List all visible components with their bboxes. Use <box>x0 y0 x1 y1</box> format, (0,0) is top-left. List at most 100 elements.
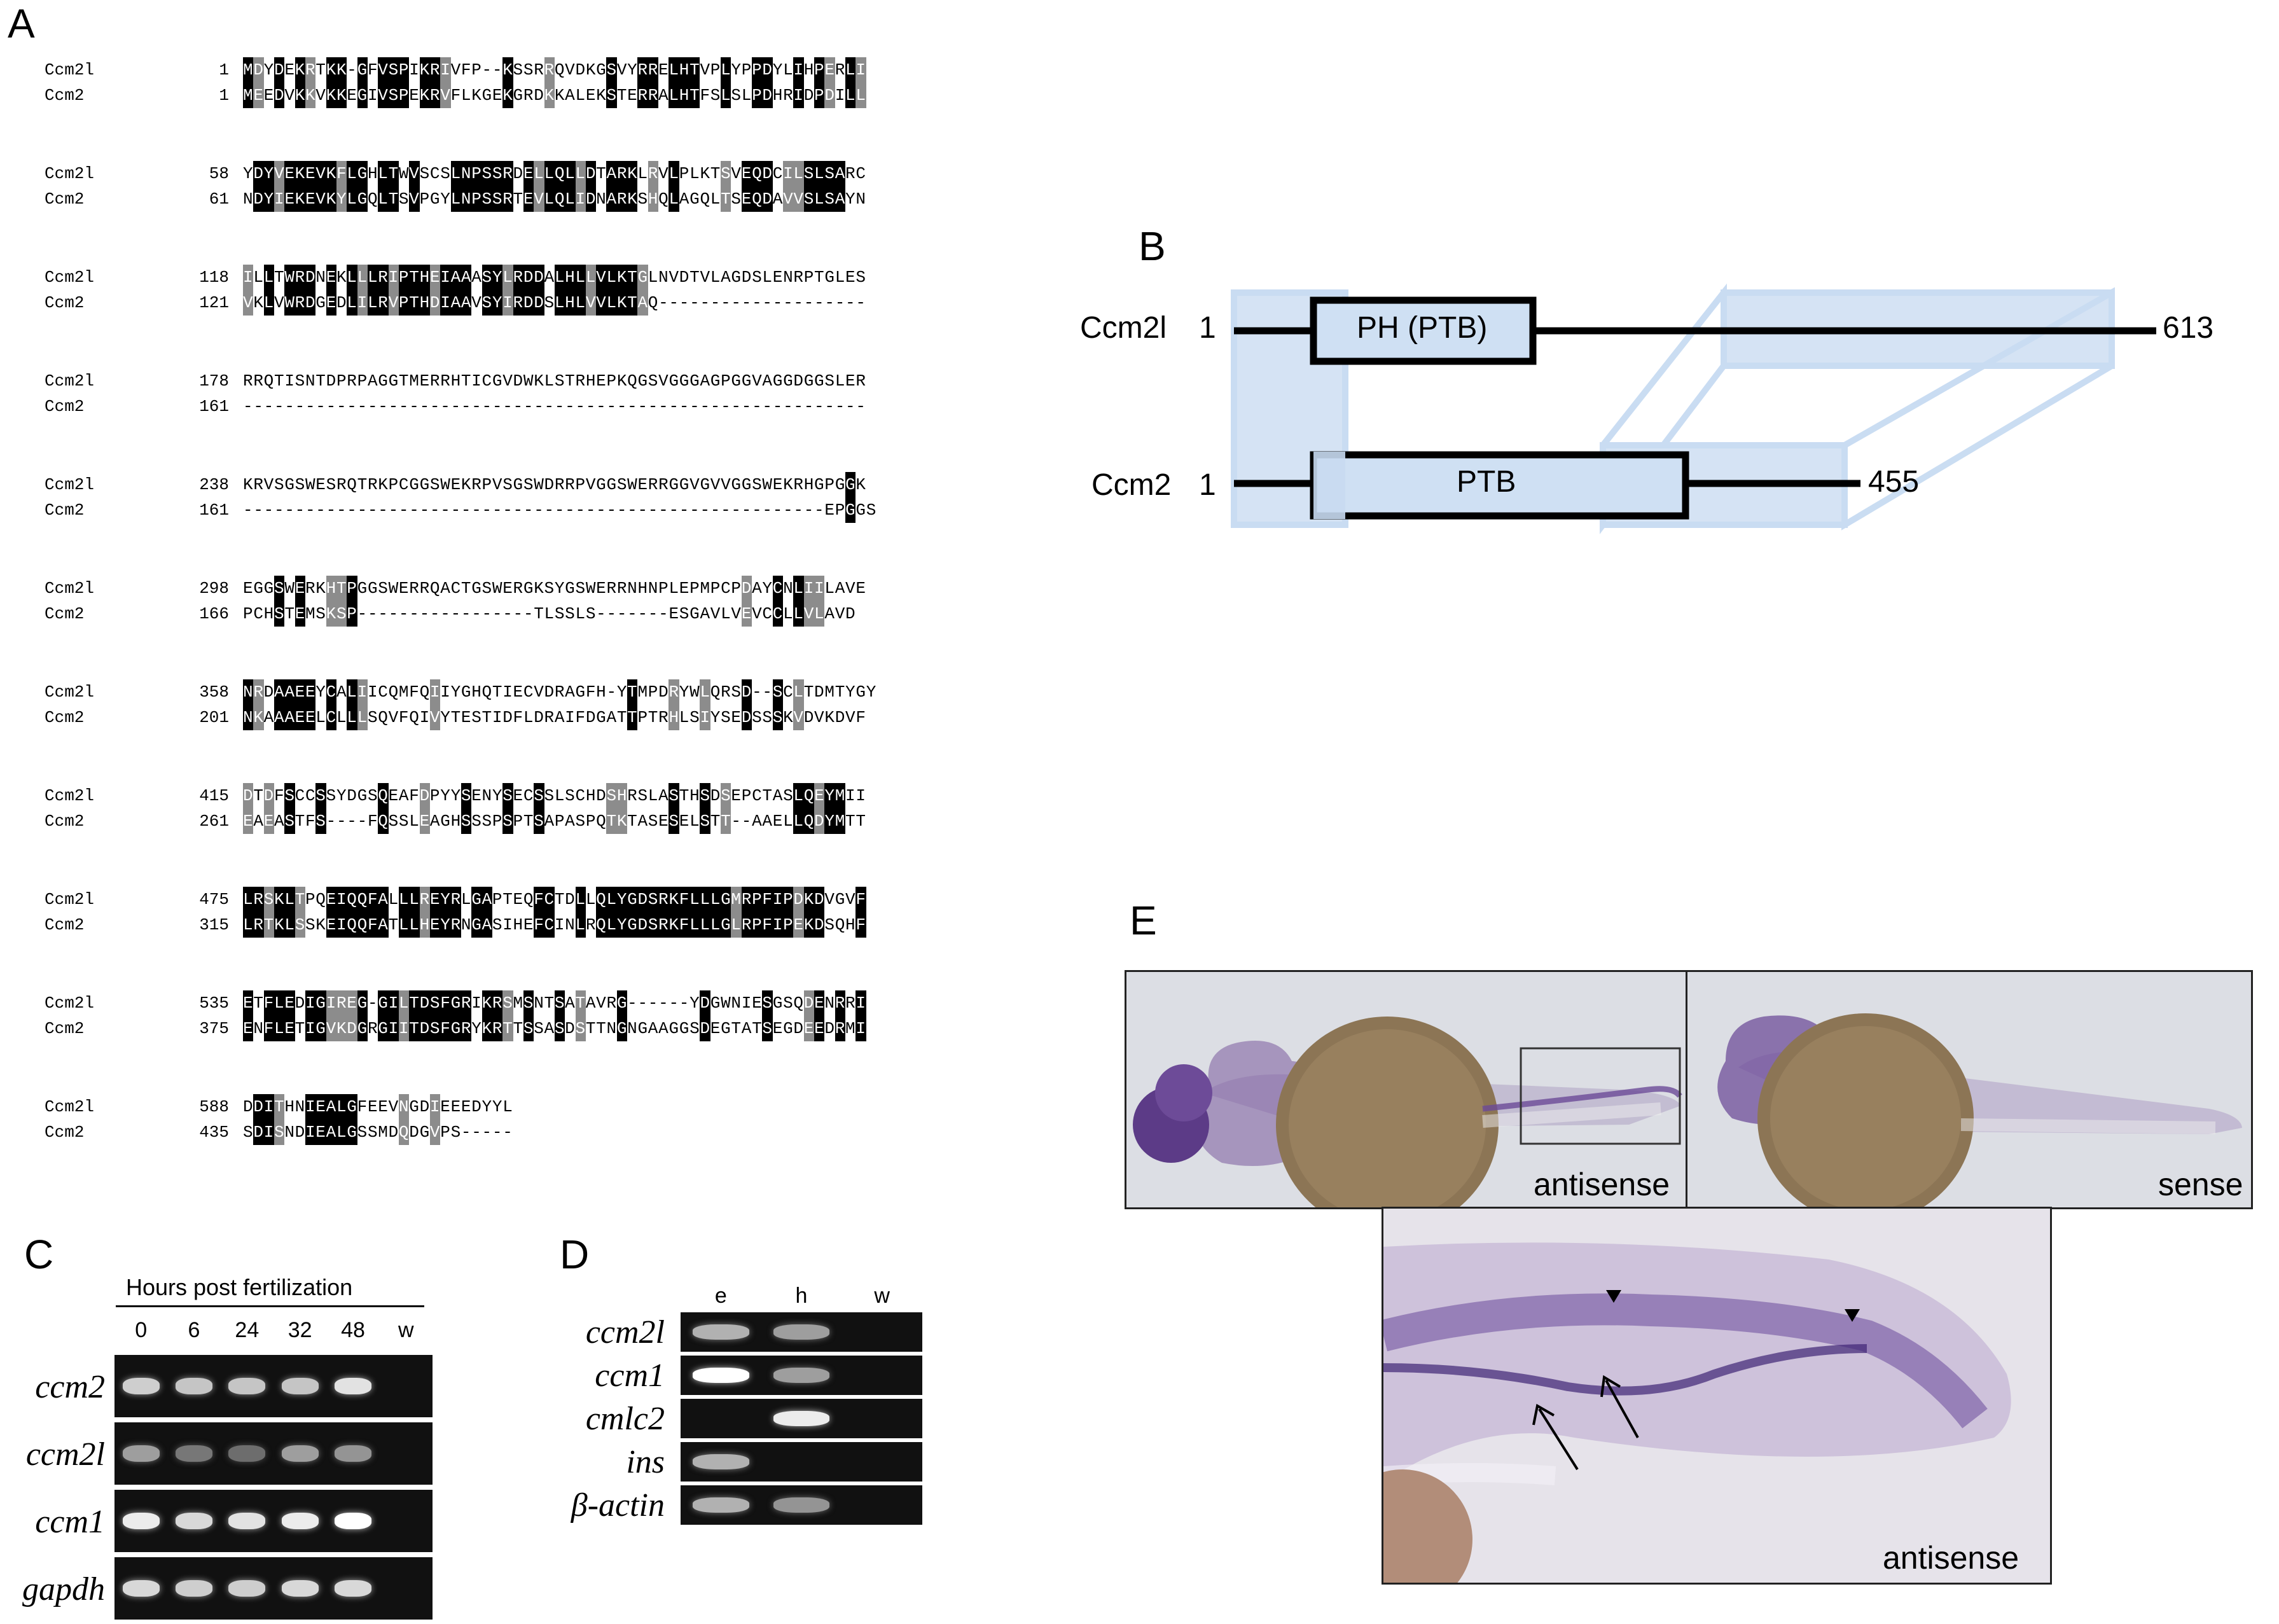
sequence-residues: YDYVEKEVKFLGHLTWVSCSLNPSSRDELLQLLDTARKLR… <box>243 161 866 186</box>
ccm2l-end: 613 <box>2163 311 2214 345</box>
sequence-residues: SDISNDIEALGSSMDQDGVPS----- <box>243 1120 513 1145</box>
gel-gene-label: ccm2 <box>35 1369 105 1405</box>
zoom-embryo-drawing <box>1383 1242 2011 1583</box>
gel-gene-label: cmlc2 <box>585 1401 665 1437</box>
sequence-residues: KRVSGSWESRQTRKPCGGSWEKRPVSGSWDRRPVGGSWER… <box>243 472 866 497</box>
sequence-name: Ccm2 <box>45 501 85 520</box>
sequence-name: Ccm2 <box>45 1123 85 1142</box>
gel-strip <box>681 1312 922 1352</box>
panel-label-b: B <box>1139 223 1166 269</box>
sequence-residues: EGGSWERKHTPGGSWERRQACTGSWERGKSYGSWERRNHN… <box>243 576 866 601</box>
sequence-name: Ccm2 <box>45 86 85 105</box>
gel-gene-label: gapdh <box>22 1571 105 1607</box>
sequence-name: Ccm2 <box>45 812 85 831</box>
gel-strip <box>681 1485 922 1525</box>
sequence-name: Ccm2 <box>45 604 85 623</box>
gel-band <box>281 1580 319 1597</box>
gel-band <box>281 1445 319 1462</box>
gel-gene-label: ins <box>626 1444 665 1480</box>
gel-band <box>175 1445 213 1462</box>
sequence-residues: ETFLEDIGIREG-GILTDSFGRIKRSMSNTSATAVRG---… <box>243 990 866 1016</box>
sequence-name: Ccm2l <box>45 371 95 391</box>
gel-band <box>693 1324 749 1340</box>
gel-lane-label: 48 <box>341 1318 365 1342</box>
zoom-caption: antisense <box>1883 1540 2019 1576</box>
gel-strip <box>114 1355 433 1417</box>
ccm2-label: Ccm2 <box>1091 468 1172 502</box>
sequence-residues: LRSKLTPQEIQQFALLLREYRLGAPTEQFCTDLLQLYGDS… <box>243 887 866 912</box>
gel-band <box>228 1445 266 1462</box>
sequence-start: 358 <box>199 683 229 702</box>
arrow-marker-2 <box>1605 1380 1639 1438</box>
gel-c-header-line <box>116 1305 424 1307</box>
gel-lane-label: 6 <box>188 1318 200 1342</box>
gel-band <box>334 1580 372 1597</box>
ccm2l-domain-box <box>1310 296 1537 365</box>
gel-band <box>228 1378 266 1394</box>
sequence-start: 166 <box>199 604 229 623</box>
gel-lane-label: 24 <box>235 1318 260 1342</box>
ccm2-start: 1 <box>1199 468 1216 502</box>
gel-band <box>175 1513 213 1529</box>
gel-band <box>281 1513 319 1529</box>
sequence-residues: LRTKLSSKEIQQFATLLHEYRNGASIHEFCINLRQLYGDS… <box>243 912 866 938</box>
sequence-name: Ccm2l <box>45 268 95 287</box>
ccm2-domain-name: PTB <box>1457 465 1516 499</box>
gel-strip <box>681 1442 922 1482</box>
sequence-start: 435 <box>199 1123 229 1142</box>
sequence-residues: EAEASTFS----FQSSLEAGHSSSPSPTSAPASPQTKTAS… <box>243 809 866 834</box>
sequence-residues: ----------------------------------------… <box>243 397 866 416</box>
sequence-residues: DDITHNIEALGFEEVNGDIEEEDYYL <box>243 1094 513 1120</box>
arrowhead-marker-1 <box>1606 1290 1621 1303</box>
overlap-highlight <box>1313 452 1345 519</box>
zoom-region-box <box>1520 1047 1681 1145</box>
sequence-name: Ccm2 <box>45 708 85 727</box>
sequence-start: 261 <box>199 812 229 831</box>
gel-strip <box>681 1399 922 1438</box>
sequence-name: Ccm2l <box>45 475 95 494</box>
sequence-start: 588 <box>199 1097 229 1116</box>
sequence-residues: MEEDVKKVKKEGIVSPEKRVFLKGEKGRDKKALEKSTERR… <box>243 83 866 108</box>
antisense-embryo-image: antisense <box>1125 970 1689 1209</box>
gel-lane-label: 32 <box>287 1318 312 1342</box>
sequence-start: 1 <box>219 60 229 80</box>
sequence-start: 1 <box>219 86 229 105</box>
gel-band <box>122 1580 160 1597</box>
sequence-residues: NRDAAEEYCALIICQMFQIIYGHQTIECVDRAGFH-YTMP… <box>243 679 876 705</box>
gel-gene-label: ccm1 <box>595 1357 665 1394</box>
gel-band <box>122 1513 160 1529</box>
sequence-name: Ccm2 <box>45 1019 85 1038</box>
gel-lane-label: w <box>398 1318 414 1342</box>
sequence-name: Ccm2l <box>45 890 95 909</box>
gel-strip <box>114 1422 433 1485</box>
sequence-start: 61 <box>209 190 229 209</box>
zoom-embryo-image: antisense <box>1382 1207 2052 1585</box>
sequence-name: Ccm2 <box>45 915 85 934</box>
antisense-embryo-drawing <box>1133 1017 1682 1207</box>
gel-band <box>693 1368 749 1383</box>
sequence-name: Ccm2l <box>45 164 95 183</box>
sequence-start: 298 <box>199 579 229 598</box>
sequence-residues: RRQTISNTDPRPAGGTMERRHTICGVDWKLSTRHEPKQGS… <box>243 371 866 391</box>
sequence-residues: ILLTWRDNEKLLLRIPTHEIAAASYLRDDALHLLVLKTGL… <box>243 265 866 290</box>
gel-band <box>773 1368 830 1383</box>
sequence-start: 375 <box>199 1019 229 1038</box>
panel-label-c: C <box>24 1232 54 1277</box>
gel-gene-label: ccm1 <box>35 1504 105 1540</box>
sequence-start: 315 <box>199 915 229 934</box>
gel-gene-label: ccm2l <box>25 1436 105 1473</box>
sense-caption: sense <box>2158 1167 2243 1202</box>
sequence-start: 121 <box>199 293 229 312</box>
panel-label-a: A <box>8 1 35 46</box>
gel-band <box>175 1580 213 1597</box>
gel-band <box>281 1378 319 1394</box>
gel-band <box>334 1378 372 1394</box>
sequence-start: 161 <box>199 397 229 416</box>
sequence-start: 535 <box>199 994 229 1013</box>
sequence-name: Ccm2 <box>45 190 85 209</box>
gel-band <box>122 1445 160 1462</box>
gel-band <box>773 1324 830 1340</box>
sequence-start: 238 <box>199 475 229 494</box>
gel-band <box>175 1378 213 1394</box>
sequence-residues: NKAAAEELCLLLSQVFQIVYTESTIDFLDRAIFDGATTPT… <box>243 705 866 730</box>
